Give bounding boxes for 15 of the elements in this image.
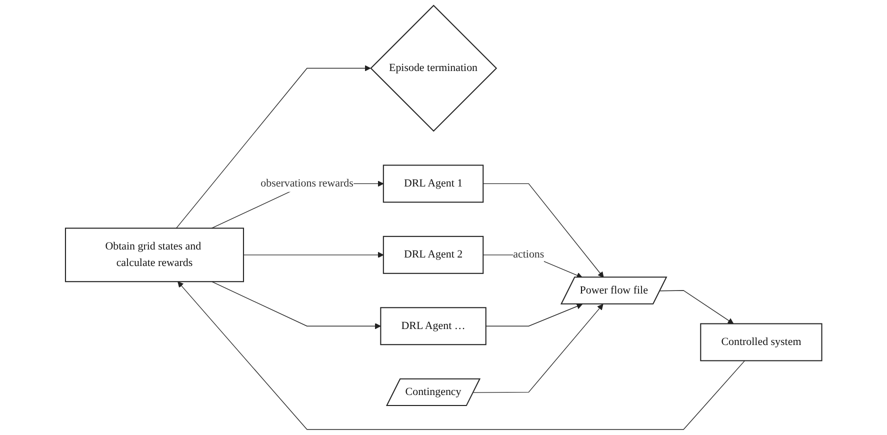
node-box: Obtain grid states and calculate rewards	[64, 228, 244, 282]
node-box: DRL Agent 1	[382, 164, 484, 203]
arrow	[485, 303, 582, 326]
edge-label: observations rewards	[260, 178, 354, 190]
arrow	[472, 304, 604, 393]
arrow	[660, 290, 734, 324]
node-diamond: Episode termination	[370, 4, 497, 132]
edge-label: actions	[513, 248, 544, 260]
node-box: Controlled system	[700, 323, 822, 362]
arrow	[211, 281, 381, 330]
arrow	[243, 252, 384, 258]
arrow	[177, 281, 745, 430]
arrow	[176, 65, 371, 229]
node-box: DRL Agent …	[380, 307, 486, 346]
node-box: DRL Agent 2	[382, 236, 484, 274]
